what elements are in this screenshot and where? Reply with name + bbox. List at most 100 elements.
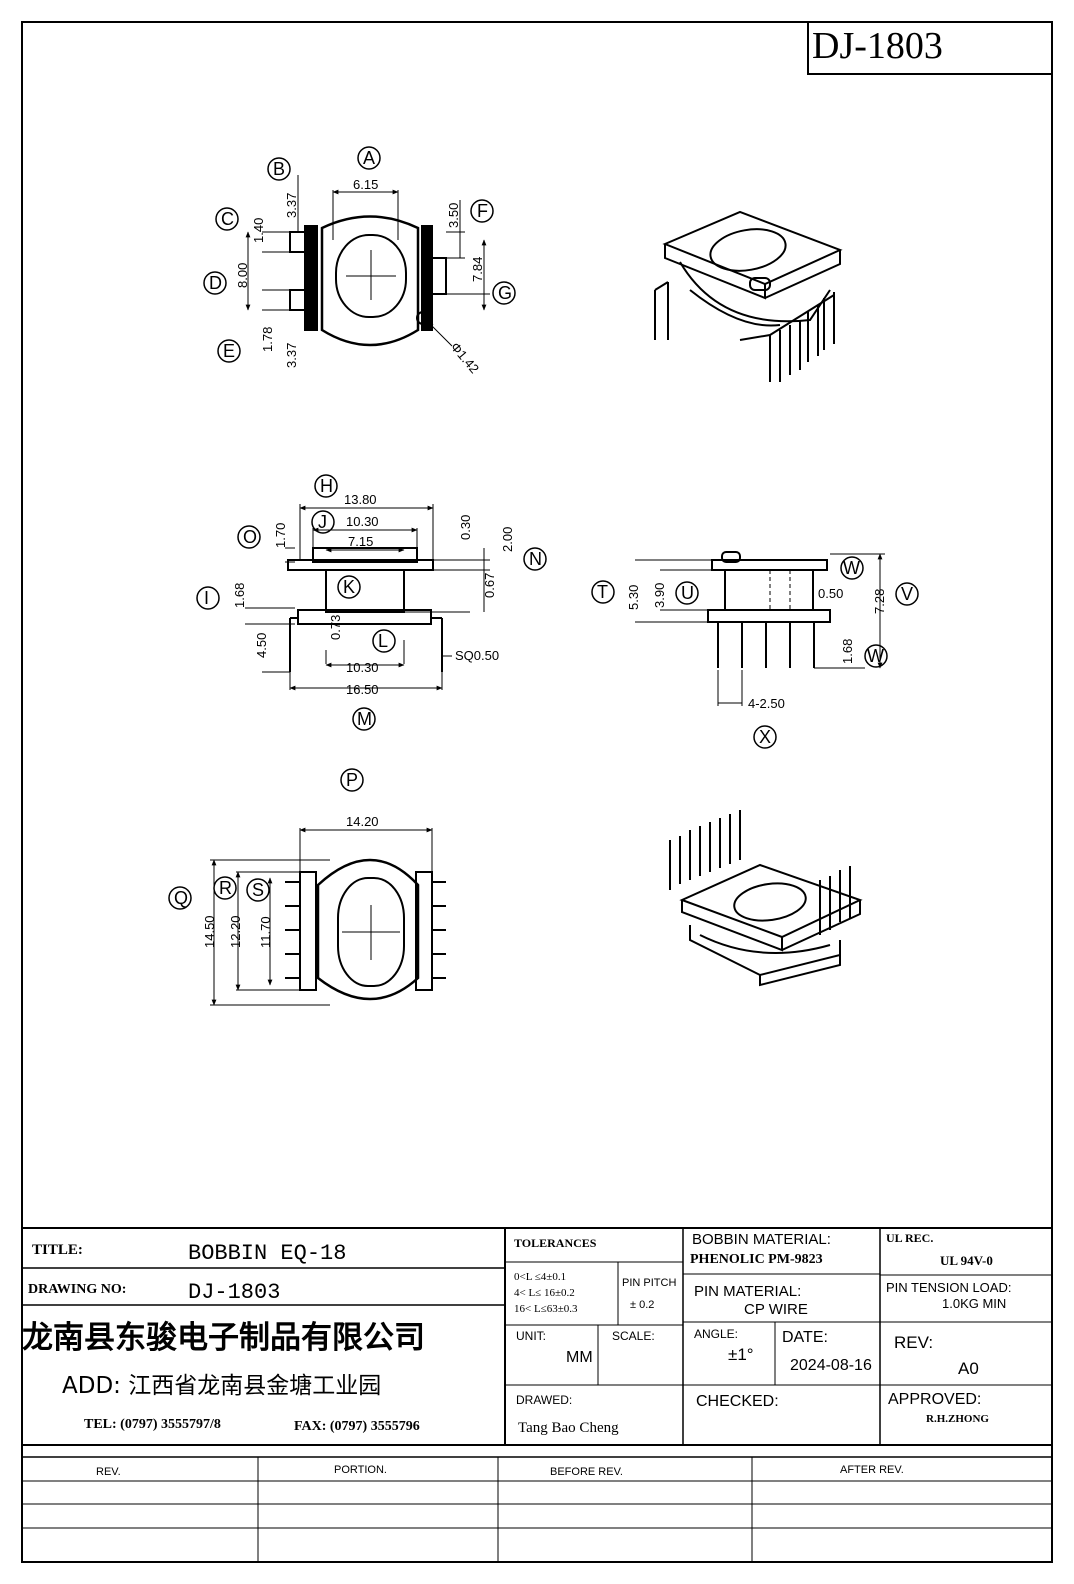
front-view-labels: 13.80 10.30 7.15 1.70 1.68 0.30 2.00 0.6… [232,492,515,697]
dim-e1: 1.78 [260,327,275,352]
svg-text:E: E [223,341,235,361]
dim-hole: Φ1.42 [448,339,482,376]
svg-text:W: W [843,558,860,578]
drawed-label: DRAWED: [516,1393,572,1407]
dim-n3: 0.67 [482,573,497,598]
drawing-no-value: DJ-1803 [188,1280,280,1305]
callout-n: N [523,547,547,571]
angle-label: ANGLE: [694,1327,738,1341]
pin-tension-value: 1.0KG MIN [942,1296,1006,1311]
dim-f: 3.50 [446,203,461,228]
callout-q: Q [168,886,192,910]
dim-c: 1.40 [251,218,266,243]
approved-value: R.H.ZHONG [926,1413,989,1425]
ul-label: UL REC. [886,1231,933,1245]
side-view [635,551,885,706]
dim-s: 11.70 [258,916,273,948]
dim-p: 14.20 [346,814,379,829]
pin-material-label: PIN MATERIAL: [694,1283,801,1300]
dim-pin: 4.50 [254,633,269,658]
callout-b: B [267,157,291,181]
svg-text:V: V [901,584,913,604]
dim-u: 3.90 [652,583,667,608]
date-value: 2024-08-16 [790,1357,872,1374]
pin-material-value: CP WIRE [744,1301,808,1318]
isometric-view-bottom [669,810,863,987]
date-label: DATE: [782,1329,828,1346]
title-block-grid [22,1227,1052,1446]
svg-text:X: X [759,727,771,747]
unit-label: UNIT: [516,1329,546,1343]
isometric-view-top [654,210,843,382]
callouts: A B C D E F G H J O I K L M N P Q R S T … [168,146,919,910]
side-view-labels: 5.30 3.90 0.50 7.28 1.68 4-2.50 [626,583,887,711]
callout-w: W [840,556,864,580]
rev-table-header-portion: PORTION. [334,1464,387,1476]
callout-r: R [213,876,237,900]
approved-label: APPROVED: [888,1391,981,1408]
callout-m: M [352,707,376,731]
svg-text:B: B [273,159,285,179]
callout-l: L [372,629,396,653]
company-address: ADD: 江西省龙南县金塘工业园 [62,1373,381,1399]
title-value: BOBBIN EQ-18 [188,1241,346,1266]
bottom-view-labels: 14.20 14.50 12.20 11.70 [202,814,379,948]
callout-u: U [675,581,699,605]
dim-n1: 0.30 [458,515,473,540]
dim-l2: 10.30 [346,660,379,675]
sheet-border [21,21,1053,1563]
callout-e: E [217,339,241,363]
front-view [245,504,490,691]
top-view [245,175,490,347]
svg-text:P: P [346,770,358,790]
title-block: TITLE: BOBBIN EQ-18 DRAWING NO: DJ-1803 … [22,1231,1011,1436]
svg-text:L: L [378,631,388,651]
scale-label: SCALE: [612,1329,655,1343]
callout-w2: W [864,644,888,668]
callout-h: H [314,474,338,498]
svg-text:D: D [209,273,222,293]
drawing-no-label: DRAWING NO: [28,1282,126,1297]
dim-a: 6.15 [353,177,378,192]
dim-m: 16.50 [346,682,379,697]
drawing-number: DJ-1803 [812,25,943,67]
dim-i: 1.68 [232,583,247,608]
top-view-labels: 6.15 3.37 1.40 8.00 1.78 3.37 3.50 7.84 … [235,177,485,376]
svg-text:N: N [529,549,542,569]
svg-text:R: R [219,878,232,898]
dim-v: 7.28 [872,589,887,614]
dim-sq: SQ0.50 [455,648,499,663]
svg-text:Q: Q [174,888,188,908]
bobbin-material-label: BOBBIN MATERIAL: [692,1231,831,1248]
dim-w: 0.50 [818,586,843,601]
dim-l1: 0.73 [328,615,343,640]
svg-text:I: I [204,588,209,608]
drawed-value: Tang Bao Cheng [518,1420,619,1436]
dim-k: 7.15 [348,534,373,549]
company-name: 龙南县东骏电子制品有限公司 [22,1320,425,1356]
dim-w2: 1.68 [840,639,855,664]
bobbin-material-value: PHENOLIC PM-9823 [690,1252,823,1267]
dim-t: 5.30 [626,585,641,610]
unit-value: MM [566,1349,593,1366]
pin-pitch-label: PIN PITCH [622,1277,676,1289]
revision-table-headers: REV. PORTION. BEFORE REV. AFTER REV. [96,1464,904,1478]
dim-n2: 2.00 [500,527,515,552]
dim-g: 7.84 [470,257,485,282]
svg-text:T: T [597,582,608,602]
callout-v: V [895,582,919,606]
title-label: TITLE: [32,1242,83,1258]
svg-text:W: W [867,646,884,666]
callout-x: X [753,725,777,749]
tolerance-line-2: 4< L≤ 16±0.2 [514,1287,575,1299]
tolerances-label: TOLERANCES [514,1236,597,1250]
checked-label: CHECKED: [696,1393,779,1410]
dim-o: 1.70 [273,523,288,548]
callout-d: D [203,271,227,295]
callout-j: J [311,510,335,534]
company-tel: TEL: (0797) 3555797/8 [84,1417,221,1432]
rev-table-header-after: AFTER REV. [840,1464,904,1476]
rev-table-header-rev: REV. [96,1466,121,1478]
svg-text:S: S [252,880,264,900]
